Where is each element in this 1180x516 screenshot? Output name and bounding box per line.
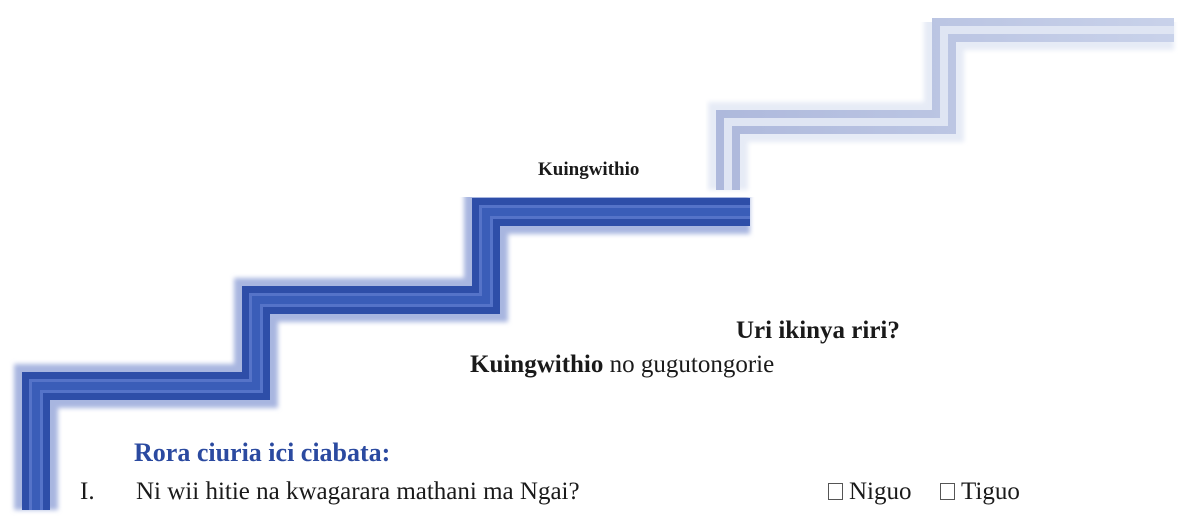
step-label: Kuingwithio xyxy=(538,159,640,180)
option-no-label: Tiguo xyxy=(961,478,1020,505)
question-number: I. xyxy=(80,478,95,505)
guide-bold: Kuingwithio xyxy=(470,351,604,378)
dark-stairs xyxy=(14,190,750,510)
faded-stairs xyxy=(708,10,1174,190)
guide-text: Kuingwithio no gugutongorie xyxy=(470,352,774,377)
option-yes[interactable]: Niguo xyxy=(828,479,912,504)
option-no[interactable]: Tiguo xyxy=(940,479,1020,504)
guide-rest: no gugutongorie xyxy=(603,351,775,378)
question-text: Ni wii hitie na kwagarara mathani ma Nga… xyxy=(136,478,580,505)
step-question: Uri ikinya riri? xyxy=(736,317,900,344)
questions-heading: Rora ciuria ici ciabata: xyxy=(134,438,391,467)
checkbox-yes[interactable] xyxy=(828,483,843,500)
option-yes-label: Niguo xyxy=(849,478,912,505)
checkbox-no[interactable] xyxy=(940,483,955,500)
